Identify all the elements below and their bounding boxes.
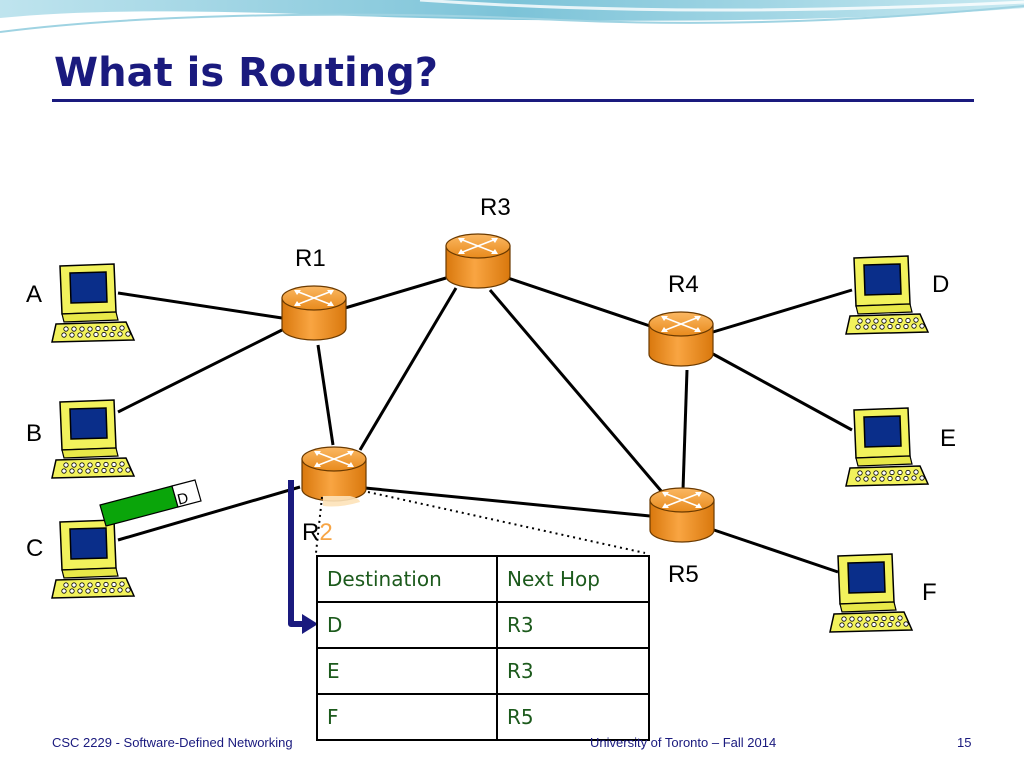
routing-table-row: E R3 <box>316 647 650 695</box>
host-b-label: B <box>26 420 42 447</box>
router-r2-icon <box>301 446 367 502</box>
link-r5-f <box>713 528 839 574</box>
host-c-label: C <box>26 535 43 562</box>
routing-table-next-hop-cell: R5 <box>496 693 650 741</box>
link-r4-e <box>712 352 853 432</box>
routing-table-destination-cell: F <box>316 693 498 741</box>
footer-page-number: 15 <box>957 735 972 750</box>
link-r3-r4 <box>507 276 651 328</box>
routing-table-next-hop-cell: R3 <box>496 601 650 649</box>
link-r4-r5 <box>681 369 689 491</box>
packet-body <box>99 485 179 527</box>
forwarding-arrow-icon <box>288 480 318 634</box>
host-f-label: F <box>922 579 937 606</box>
router-r1-icon <box>281 285 347 341</box>
router-r2-label: R2 <box>302 519 333 546</box>
host-a-computer-icon <box>51 263 135 343</box>
routing-table-destination-cell: E <box>316 647 498 695</box>
routing-table-destination-cell: D <box>316 601 498 649</box>
table-callout-lines <box>315 491 646 554</box>
link-r1-r3 <box>344 276 447 310</box>
router-r3-label: R3 <box>480 194 511 221</box>
host-e-computer-icon <box>845 407 929 487</box>
routing-table: Destination Next Hop D R3 E R3 F R5 <box>316 555 650 741</box>
link-r1-r2 <box>316 344 335 446</box>
footer-course: CSC 2229 - Software-Defined Networking <box>52 735 293 750</box>
link-r2-r3 <box>358 287 458 451</box>
router-r4-label: R4 <box>668 271 699 298</box>
router-r4-icon <box>648 311 714 367</box>
routing-table-header-row: Destination Next Hop <box>316 555 650 603</box>
routing-table-next-hop-cell: R3 <box>496 647 650 695</box>
routing-table-header-next-hop: Next Hop <box>496 555 650 603</box>
link-r2-r5 <box>364 486 651 518</box>
host-d-computer-icon <box>845 255 929 335</box>
link-r4-d <box>712 288 853 334</box>
top-wave-decoration <box>0 0 1024 33</box>
router-r2-highlight <box>323 496 360 507</box>
router-r5-icon <box>649 487 715 543</box>
routing-table-row: F R5 <box>316 693 650 741</box>
host-c-computer-icon <box>51 519 135 599</box>
host-a-label: A <box>26 281 42 308</box>
packet-destination-label: D <box>176 489 191 508</box>
packet: D <box>99 479 202 527</box>
title-divider <box>52 99 974 102</box>
routing-table-header-destination: Destination <box>316 555 498 603</box>
link-lines <box>117 276 853 574</box>
routing-table-row: D R3 <box>316 601 650 649</box>
router-r2-label-main: R <box>302 519 319 546</box>
router-r1-label: R1 <box>295 245 326 272</box>
packet-header <box>171 479 202 508</box>
link-a-r1 <box>117 291 283 320</box>
link-b-r1 <box>117 328 283 414</box>
router-r2-label-accent: 2 <box>319 519 332 546</box>
host-d-label: D <box>932 271 949 298</box>
host-f-computer-icon <box>829 553 913 633</box>
link-c-r2 <box>117 485 301 542</box>
host-e-label: E <box>940 425 956 452</box>
footer-institution: University of Toronto – Fall 2014 <box>590 735 777 750</box>
link-r3-r5 <box>488 289 664 493</box>
slide-title: What is Routing? <box>54 50 438 96</box>
router-r3-icon <box>445 233 511 289</box>
router-r5-label: R5 <box>668 561 699 588</box>
